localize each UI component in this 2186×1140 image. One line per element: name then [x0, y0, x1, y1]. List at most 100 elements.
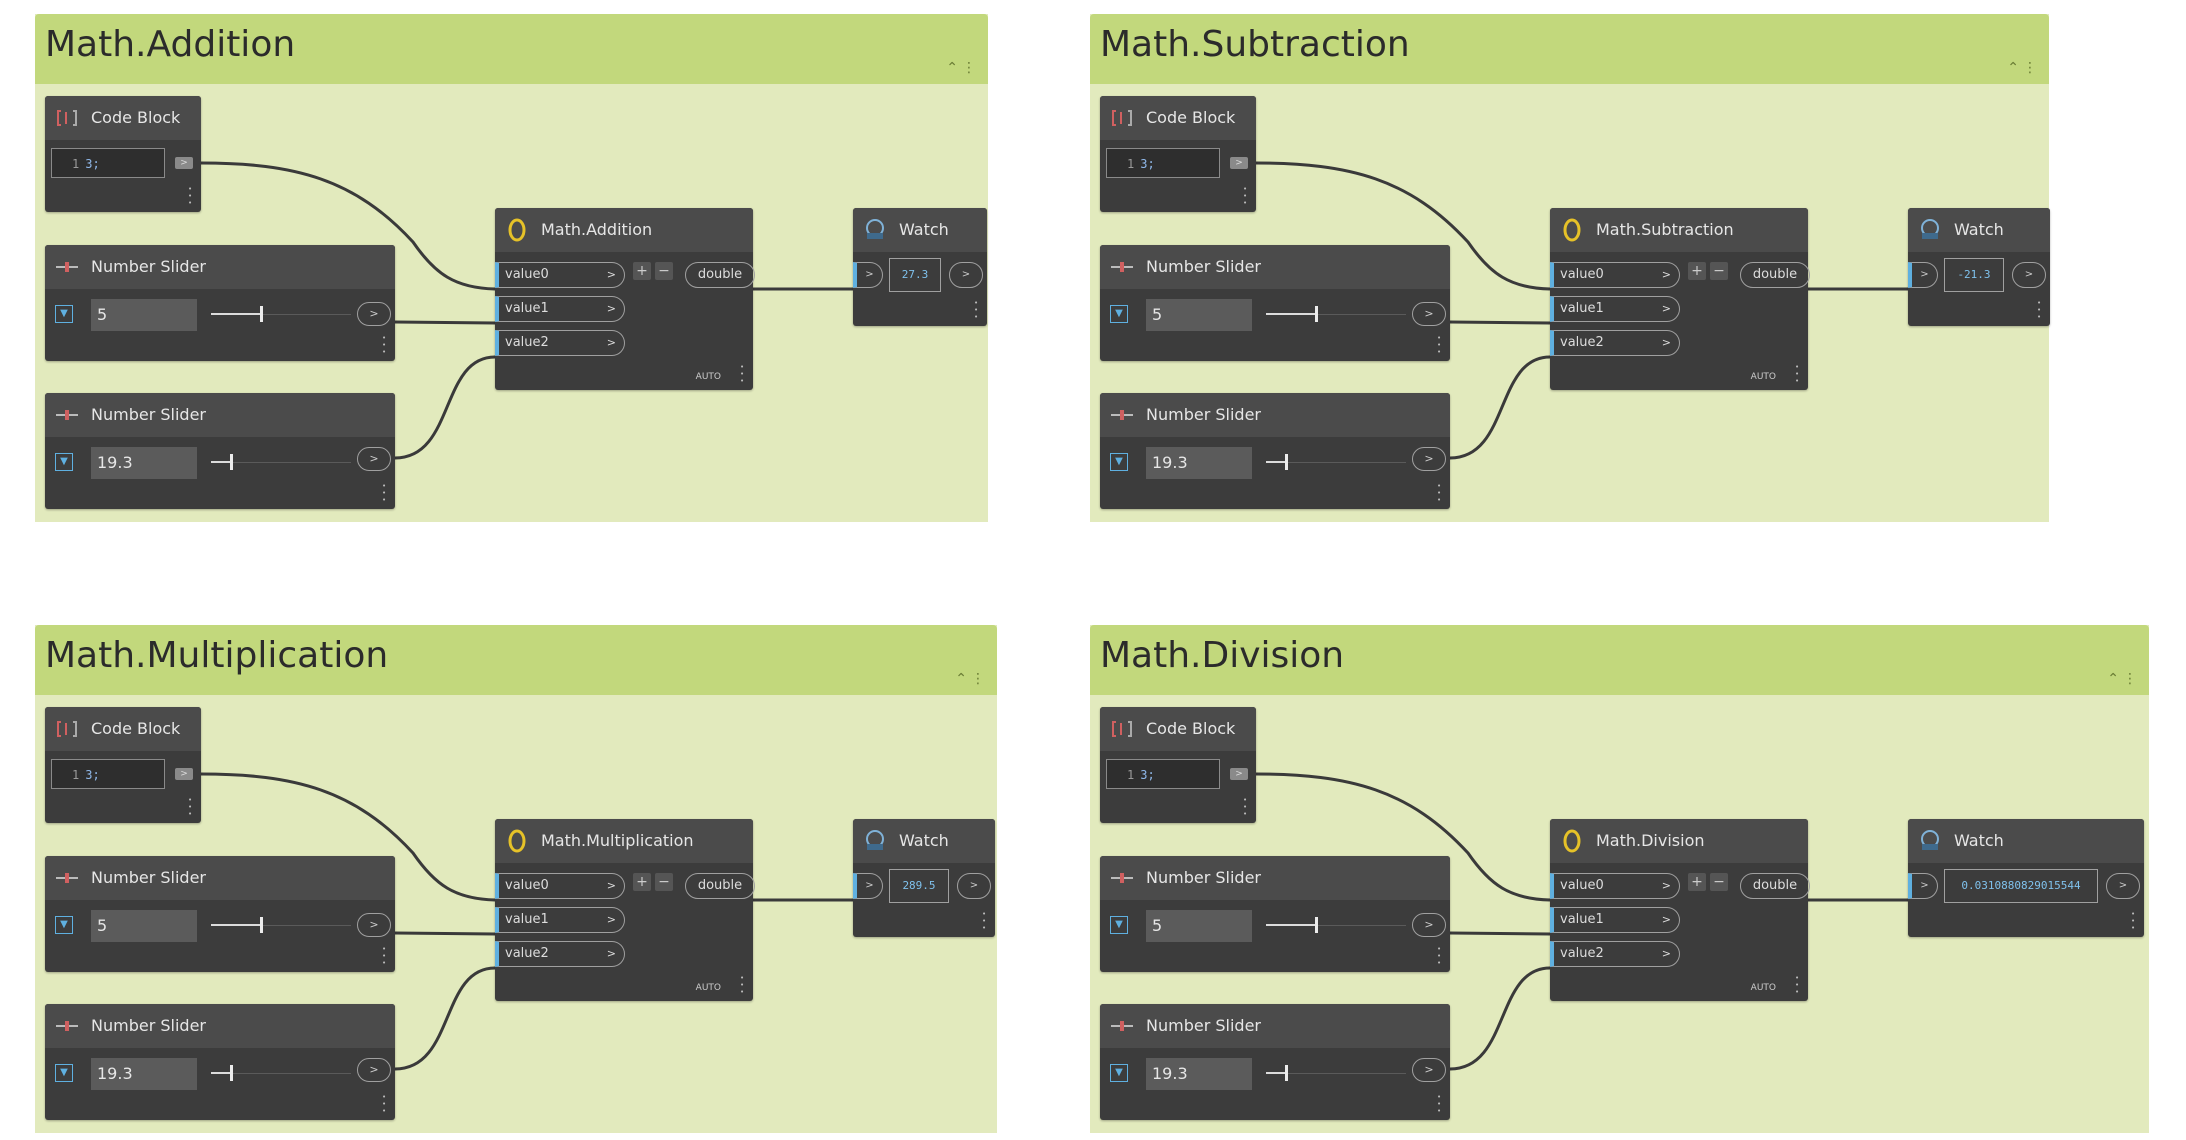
- lacing-label[interactable]: AUTO: [1750, 983, 1776, 993]
- number-slider-node[interactable]: Number Slider ▼ 5 >: [1100, 856, 1450, 972]
- node-menu-icon[interactable]: [188, 185, 192, 206]
- node-menu-icon[interactable]: [974, 299, 978, 320]
- slider-expand-icon[interactable]: ▼: [55, 305, 73, 323]
- node-menu-icon[interactable]: [382, 1093, 386, 1114]
- remove-input-button[interactable]: −: [1710, 873, 1728, 891]
- node-menu-icon[interactable]: [2037, 299, 2041, 320]
- group-collapse-icon[interactable]: ⌃⋮: [946, 60, 980, 76]
- input-port[interactable]: >: [853, 873, 883, 899]
- output-port[interactable]: >: [175, 768, 193, 780]
- input-port[interactable]: >: [853, 262, 883, 288]
- node-header[interactable]: Math.Addition: [495, 208, 753, 252]
- output-port[interactable]: >: [1230, 768, 1248, 780]
- node-menu-icon[interactable]: [382, 482, 386, 503]
- group-header[interactable]: Math.Subtraction ⌃⋮: [1090, 14, 2049, 84]
- lacing-label[interactable]: AUTO: [695, 983, 721, 993]
- group-header[interactable]: Math.Addition ⌃⋮: [35, 14, 988, 84]
- node-menu-icon[interactable]: [1437, 945, 1441, 966]
- node-header[interactable]: Math.Multiplication: [495, 819, 753, 863]
- node-header[interactable]: Number Slider: [45, 1004, 395, 1048]
- math-node[interactable]: Math.Addition value0> value1> value2> + …: [495, 208, 755, 390]
- node-menu-icon[interactable]: [1437, 482, 1441, 503]
- node-header[interactable]: Number Slider: [45, 393, 395, 437]
- group-collapse-icon[interactable]: ⌃⋮: [2007, 60, 2041, 76]
- remove-input-button[interactable]: −: [655, 262, 673, 280]
- math-node[interactable]: Math.Subtraction value0> value1> value2>…: [1550, 208, 1810, 390]
- group-header[interactable]: Math.Multiplication ⌃⋮: [35, 625, 997, 695]
- slider-track[interactable]: [1266, 306, 1406, 322]
- node-menu-icon[interactable]: [1243, 796, 1247, 817]
- add-input-button[interactable]: +: [1688, 873, 1706, 891]
- output-port[interactable]: >: [1412, 302, 1446, 326]
- input-port-value0[interactable]: value0>: [1550, 262, 1680, 288]
- slider-expand-icon[interactable]: ▼: [1110, 916, 1128, 934]
- node-menu-icon[interactable]: [382, 945, 386, 966]
- output-port[interactable]: >: [949, 262, 983, 288]
- output-port[interactable]: >: [1230, 157, 1248, 169]
- node-header[interactable]: Watch: [1908, 819, 2144, 863]
- node-header[interactable]: Number Slider: [45, 856, 395, 900]
- slider-track[interactable]: [211, 917, 351, 933]
- node-header[interactable]: Code Block: [1100, 96, 1256, 140]
- add-input-button[interactable]: +: [1688, 262, 1706, 280]
- number-slider-node[interactable]: Number Slider ▼ 19.3 >: [45, 1004, 395, 1120]
- slider-thumb[interactable]: [229, 454, 233, 470]
- node-menu-icon[interactable]: [740, 974, 744, 995]
- output-port-double[interactable]: double: [685, 262, 755, 288]
- node-header[interactable]: Watch: [1908, 208, 2050, 252]
- slider-thumb[interactable]: [229, 1065, 233, 1081]
- number-slider-node[interactable]: Number Slider ▼ 19.3 >: [1100, 393, 1450, 509]
- input-port-value0[interactable]: value0>: [495, 873, 625, 899]
- add-input-button[interactable]: +: [633, 873, 651, 891]
- number-slider-node[interactable]: Number Slider ▼ 5 >: [45, 245, 395, 361]
- slider-value[interactable]: 5: [91, 299, 197, 331]
- node-menu-icon[interactable]: [382, 334, 386, 355]
- math-node[interactable]: Math.Division value0> value1> value2> + …: [1550, 819, 1810, 1001]
- output-port[interactable]: >: [2012, 262, 2046, 288]
- slider-track[interactable]: [1266, 917, 1406, 933]
- node-header[interactable]: Math.Division: [1550, 819, 1808, 863]
- slider-thumb[interactable]: [1315, 306, 1319, 322]
- node-menu-icon[interactable]: [1795, 974, 1799, 995]
- slider-track[interactable]: [211, 306, 351, 322]
- output-port[interactable]: >: [957, 873, 991, 899]
- number-slider-node[interactable]: Number Slider ▼ 19.3 >: [1100, 1004, 1450, 1120]
- slider-thumb[interactable]: [260, 917, 264, 933]
- input-port-value1[interactable]: value1>: [1550, 296, 1680, 322]
- input-port[interactable]: >: [1908, 262, 1938, 288]
- output-port[interactable]: >: [2106, 873, 2140, 899]
- input-port-value1[interactable]: value1>: [1550, 907, 1680, 933]
- node-menu-icon[interactable]: [740, 363, 744, 384]
- slider-expand-icon[interactable]: ▼: [1110, 305, 1128, 323]
- input-port-value2[interactable]: value2>: [1550, 941, 1680, 967]
- slider-value[interactable]: 5: [91, 910, 197, 942]
- input-port[interactable]: >: [1908, 873, 1938, 899]
- lacing-label[interactable]: AUTO: [1750, 372, 1776, 382]
- node-header[interactable]: Code Block: [1100, 707, 1256, 751]
- number-slider-node[interactable]: Number Slider ▼ 19.3 >: [45, 393, 395, 509]
- math-node[interactable]: Math.Multiplication value0> value1> valu…: [495, 819, 755, 1001]
- remove-input-button[interactable]: −: [1710, 262, 1728, 280]
- input-port-value0[interactable]: value0>: [495, 262, 625, 288]
- slider-expand-icon[interactable]: ▼: [55, 453, 73, 471]
- slider-thumb[interactable]: [1315, 917, 1319, 933]
- watch-node[interactable]: Watch > 0.0310880829015544 >: [1908, 819, 2144, 937]
- node-header[interactable]: Number Slider: [1100, 393, 1450, 437]
- slider-value[interactable]: 19.3: [91, 447, 197, 479]
- slider-value[interactable]: 19.3: [1146, 447, 1252, 479]
- input-port-value1[interactable]: value1>: [495, 907, 625, 933]
- slider-value[interactable]: 5: [1146, 299, 1252, 331]
- node-menu-icon[interactable]: [2131, 910, 2135, 931]
- node-header[interactable]: Code Block: [45, 707, 201, 751]
- group-collapse-icon[interactable]: ⌃⋮: [2107, 671, 2141, 687]
- slider-value[interactable]: 19.3: [1146, 1058, 1252, 1090]
